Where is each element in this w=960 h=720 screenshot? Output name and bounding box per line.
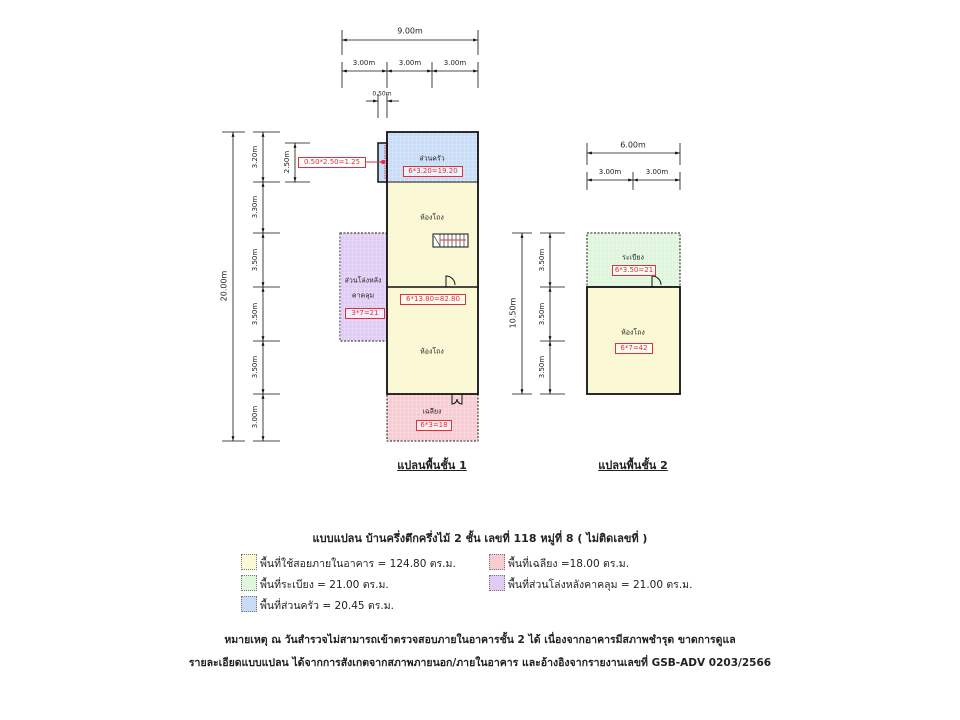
dim-length-3: 3.50m [251, 248, 259, 272]
floor1-title: แปลนพื้นชั้น 1 [397, 459, 467, 472]
legend-swatch-porch [489, 554, 505, 570]
hall-fill [386, 181, 479, 395]
kitchen-area-label: 6*3.20=19.20 [403, 166, 463, 177]
legend-title: แบบแปลน บ้านครึ่งตึกครึ่งไม้ 2 ชั้น เลขท… [312, 532, 648, 545]
legend-swatch-usable [241, 554, 257, 570]
dim-total-width: 9.00m [397, 26, 423, 36]
legend-porch: พื้นที่เฉลียง =18.00 ตร.ม. [508, 558, 630, 570]
dim-length-6: 3.00m [251, 405, 259, 429]
legend-kitchen: พื้นที่ส่วนครัว = 20.45 ตร.ม. [260, 600, 394, 612]
dim-bump-length: 2.50m [283, 150, 291, 174]
hall-label-lower: ห้องโถง [420, 347, 444, 356]
dim-width-2: 3.00m [398, 59, 422, 67]
open-area-label-1: ส่วนโล่งหลัง [344, 276, 382, 285]
hall-label-upper: ห้องโถง [420, 213, 444, 222]
legend-swatch-open-area [489, 575, 505, 591]
dim-length-1: 3.20m [251, 145, 259, 169]
f2-dim-length-1: 3.50m [538, 248, 546, 272]
porch-area-label: 6*3=18 [416, 420, 452, 431]
dim-bump: 0.50m [372, 90, 392, 98]
floor2-title: แปลนพื้นชั้น 2 [598, 459, 668, 472]
f2-dim-width-2: 3.00m [645, 168, 669, 176]
legend-swatch-balcony [241, 575, 257, 591]
dim-length-4: 3.50m [251, 302, 259, 326]
note-line-1: หมายเหตุ ณ วันสำรวจไม่สามารถเข้าตรวจสอบภ… [224, 634, 736, 646]
kitchen-label: ส่วนครัว [419, 154, 445, 163]
legend-usable: พื้นที่ใช้สอยภายในอาคาร = 124.80 ตร.ม. [260, 558, 456, 570]
balcony-area-label: 6*3.50=21 [612, 265, 656, 276]
open-area-area-label: 3*7=21 [345, 308, 385, 319]
balcony-label: ระเบียง [622, 253, 644, 262]
f2-hall-label: ห้องโถง [621, 328, 645, 337]
hall-area-label: 6*13.80=82.80 [400, 294, 466, 305]
f2-dim-length-3: 3.50m [538, 355, 546, 379]
note-line-2: รายละเอียดแบบแปลน ได้จากการสังเกตจากสภาพ… [188, 657, 772, 669]
dim-width-3: 3.00m [443, 59, 467, 67]
porch-label: เฉลียง [422, 407, 442, 416]
f2-dim-width-1: 3.00m [598, 168, 622, 176]
legend-open-area: พื้นที่ส่วนโล่งหลังคาคลุม = 21.00 ตร.ม. [508, 579, 693, 591]
f2-dim-total-width: 6.00m [620, 140, 646, 150]
dim-total-length: 20.00m [219, 270, 229, 302]
open-area-label-2: คาคลุม [351, 291, 375, 300]
dim-length-2: 3.30m [251, 195, 259, 219]
dim-length-5: 3.50m [251, 355, 259, 379]
bump-area-label: 0.50*2.50=1.25 [298, 157, 366, 168]
legend-swatch-kitchen [241, 596, 257, 612]
f2-hall-area-label: 6*7=42 [615, 343, 653, 354]
f2-dim-total-length: 10.50m [508, 297, 518, 329]
f2-dim-length-2: 3.50m [538, 302, 546, 326]
dim-width-1: 3.00m [352, 59, 376, 67]
legend-balcony: พื้นที่ระเบียง = 21.00 ตร.ม. [260, 579, 389, 591]
